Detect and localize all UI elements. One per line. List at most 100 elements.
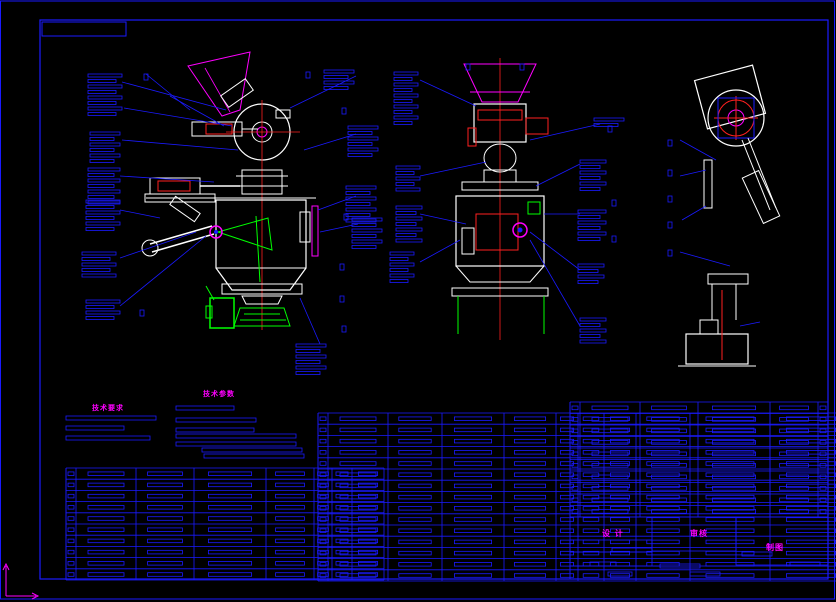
note-text-line (201, 447, 303, 453)
table-cell-text (651, 486, 687, 491)
table-cell-text (339, 416, 377, 421)
callout-text-line (347, 142, 373, 146)
table-cell-text (319, 562, 327, 567)
title-cell-a: 设 计 (602, 529, 624, 538)
table-cell-text (275, 482, 305, 488)
table-cell-text (610, 494, 631, 500)
table-cell-text (779, 486, 809, 491)
table-cell-text (705, 506, 755, 511)
table-cell-text (319, 550, 327, 556)
note-text-line (175, 427, 255, 433)
table-cell-text (514, 539, 547, 545)
note-text-line (175, 433, 297, 439)
callout-text-line (395, 227, 423, 232)
table-cell-text (514, 450, 547, 455)
table-cell-text (582, 483, 600, 489)
note-text-line (65, 425, 125, 431)
table-cell-text (398, 550, 432, 556)
table-cell-text (67, 505, 75, 510)
front-view (141, 51, 319, 330)
balloon-marker (143, 73, 149, 81)
table-cell-text (610, 416, 631, 421)
leader-line (121, 81, 227, 111)
table-cell-text (339, 438, 377, 444)
leader-line (303, 133, 357, 151)
table-cell-text (705, 528, 755, 533)
table-cell-text (779, 474, 809, 480)
balloon-marker (139, 309, 145, 317)
table-cell-text (275, 493, 305, 499)
callout-text-line (395, 238, 423, 243)
title-block-text (607, 571, 633, 577)
table-cell-text (819, 428, 827, 434)
table-cell-text (398, 506, 432, 511)
callout-text-line (87, 106, 123, 111)
callout-text-line (393, 82, 419, 87)
table-cell-text (357, 549, 378, 555)
leader-line (119, 209, 161, 219)
callout-text-line (85, 216, 115, 220)
table-cell-text (514, 517, 547, 522)
callout-text-line (393, 110, 413, 114)
table-cell-text (319, 427, 327, 433)
callout-text-line (345, 213, 371, 217)
callout-text-line (395, 165, 421, 170)
leader-line (119, 235, 207, 307)
table-cell-text (514, 472, 547, 477)
table-cell-text (582, 494, 600, 500)
table-cell-text (819, 497, 827, 503)
callout-text-line (87, 184, 115, 188)
table-cell-text (87, 482, 125, 488)
table-cell-text (646, 438, 680, 444)
table-cell-text (582, 517, 600, 522)
callout-text-line (347, 153, 373, 157)
table-cell-text (207, 561, 252, 566)
callout-text-line (395, 211, 417, 215)
table-cell-text (514, 506, 547, 511)
table-cell-text (319, 416, 327, 421)
callout-text-line (89, 148, 115, 152)
callout-text-line (347, 136, 379, 141)
balloon-marker (667, 221, 673, 229)
table-cell-text (819, 509, 827, 514)
table-cell-text (591, 440, 629, 445)
table-cell-text (453, 461, 492, 466)
leader-line (123, 107, 233, 127)
table-cell-text (582, 528, 600, 533)
leader-line (419, 213, 467, 225)
table-cell-text (398, 438, 432, 444)
callout-text-line (89, 137, 115, 141)
callout-text-line (323, 75, 349, 79)
callout-text-line (85, 205, 115, 209)
table-cell-text (646, 528, 680, 533)
table-cell-text (207, 471, 252, 476)
table-cell-text (514, 483, 547, 489)
callout-text-line (85, 210, 121, 215)
callout-text-line (395, 176, 421, 181)
callout-text-line (345, 196, 377, 201)
callout-text-line (85, 316, 115, 320)
table-cell-text (339, 550, 377, 556)
callout-text-line (323, 86, 349, 90)
table-cell-text (712, 486, 757, 491)
callout-text-line (395, 187, 421, 192)
note-text-line (65, 415, 157, 421)
table-cell-text (147, 516, 183, 521)
notes-right-heading: 技术参数 (203, 390, 235, 398)
table-cell-text (398, 562, 432, 567)
table-cell-text (514, 494, 547, 500)
table-cell-text (560, 438, 575, 444)
leader-line (169, 95, 225, 127)
table-cell-text (87, 527, 125, 532)
table-cell-text (646, 573, 680, 578)
table-cell-text (207, 538, 252, 544)
table-cell-text (357, 561, 378, 566)
callout-text-line (393, 99, 413, 103)
table-cell-text (819, 463, 827, 468)
table-cell-text (319, 472, 327, 477)
table-cell-text (147, 538, 183, 544)
table-cell-text (705, 539, 755, 545)
note-text-line (65, 435, 151, 441)
table-cell-text (705, 573, 755, 578)
table-cell-text (819, 440, 827, 445)
